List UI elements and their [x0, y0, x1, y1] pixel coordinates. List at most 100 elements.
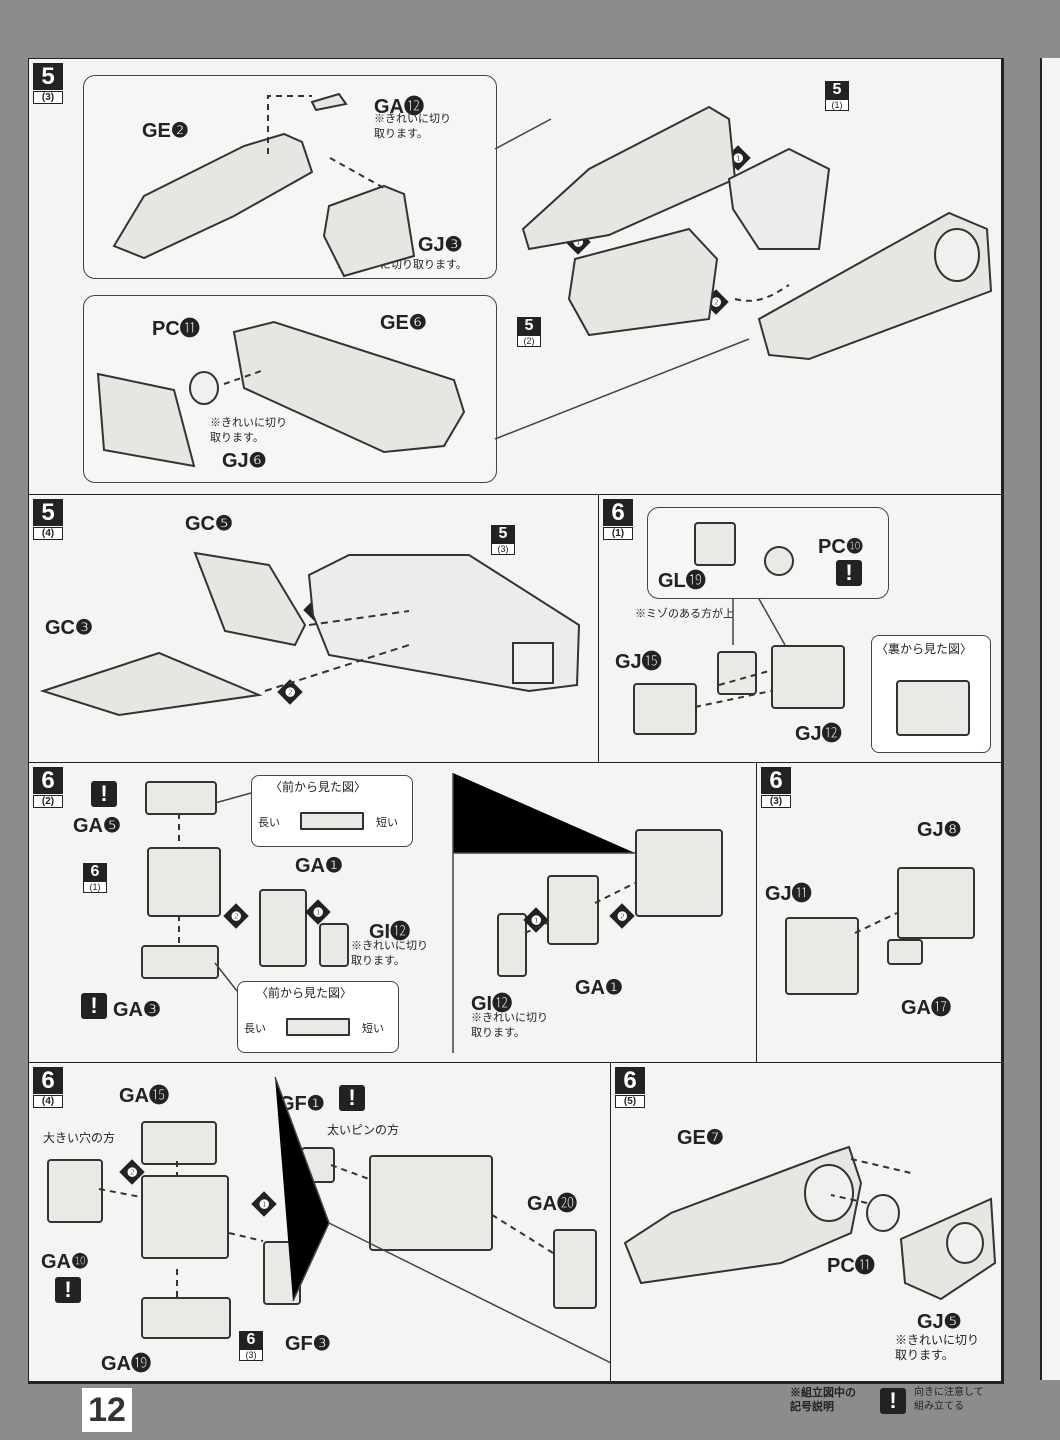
part-ga1-illustration	[547, 875, 599, 945]
step-6-1-panel: 6 (1) GL⓳ PC❿ ! ※ミゾのある方が上 GJ⓯ GJ⓬ 〈裏から見た…	[598, 494, 1002, 764]
part-gj8-illustration	[897, 867, 975, 939]
step-6-2-panel: 6 (2) ! GA❺ 〈前から見た図〉 長い 短い 6 (1) GA❶ GI⓬…	[28, 762, 758, 1064]
part-label-pc11: PC⓫	[827, 1255, 875, 1277]
ref-step-5-3: 5 (3)	[491, 525, 515, 555]
ref-number: 5	[491, 525, 515, 543]
part-label-gj5: GJ❺	[917, 1311, 962, 1333]
step-badge: 5 (3)	[33, 63, 63, 104]
part-label-pc11: PC⓫	[152, 318, 200, 340]
part-ga15-illustration	[141, 1121, 217, 1165]
part-label-gf3: GF❸	[285, 1333, 331, 1355]
connector-lines	[694, 598, 786, 708]
front-view-box-bottom: 〈前から見た図〉 長い 短い	[237, 981, 399, 1053]
ref-sub: (3)	[491, 543, 515, 555]
ref-sub: (2)	[517, 335, 541, 347]
step-number: 6	[33, 767, 63, 794]
front-view-box-top: 〈前から見た図〉 長い 短い	[251, 775, 413, 847]
part-label-ga5: GA❺	[73, 815, 121, 837]
cut-note: ※きれいに切り 取ります。	[471, 1012, 548, 1039]
part-label-gi12: GI⓬	[471, 993, 513, 1015]
connector-lines	[854, 912, 898, 934]
front-view-label: 〈前から見た図〉	[270, 780, 367, 794]
part-gj12-illustration	[771, 645, 845, 709]
part-label-pc10: PC❿	[818, 536, 864, 558]
part-ga17-illustration	[887, 939, 923, 965]
groove-up-note: ※ミゾのある方が上	[635, 608, 734, 620]
step-sub: (3)	[761, 795, 791, 808]
frame-part-illustration	[112, 92, 416, 278]
step-badge: 6 (3)	[761, 767, 791, 808]
step-sub: (5)	[615, 1095, 645, 1108]
part-frame-illustration	[147, 847, 221, 917]
cut-note: ※きれいに切り 取ります。	[210, 417, 287, 444]
back-view-illustration	[896, 680, 970, 736]
part-label-ga12: GA⓬	[374, 96, 424, 118]
orientation-warning-icon: !	[81, 993, 107, 1019]
legend-warning-text: 向きに注意して 組み立てる	[914, 1387, 984, 1412]
ref-step-5-1: 5 (1)	[825, 81, 849, 111]
part-gi12-illustration	[319, 923, 349, 967]
part-gi12-illustration	[497, 913, 527, 977]
step-number: 6	[615, 1067, 645, 1094]
page-number: 12	[82, 1388, 132, 1432]
ref-sub: (1)	[825, 99, 849, 111]
part-gl-insert-illustration	[717, 651, 757, 695]
thick-pin-note: 太いピンの方	[327, 1123, 400, 1137]
ref-step-6-1: 6 (1)	[83, 863, 107, 893]
part-ga3-illustration	[141, 945, 219, 979]
step-number: 6	[603, 499, 633, 526]
step-5-4-panel: 5 (4) GC❺ GC❸ 5 (3) ❶ ❷	[28, 494, 600, 764]
sub-assembly-box-1: GE❷ GA⓬ ※きれいに切り 取ります。 GJ❸ ※きれいに切り取ります。	[83, 75, 497, 279]
part-label-gj11: GJ⓫	[765, 883, 812, 905]
part-ga20-illustration	[553, 1229, 597, 1309]
part-label-gc3: GC❸	[45, 617, 93, 639]
step-number: 6	[761, 767, 791, 794]
part-label-ga1: GA❶	[575, 977, 623, 999]
short-side-label: 短い	[376, 817, 398, 829]
step-sub: (2)	[33, 795, 63, 808]
legend-warning-icon: !	[880, 1388, 906, 1414]
part-label-ga20: GA⓴	[527, 1193, 577, 1215]
part-ga19-illustration	[141, 1297, 231, 1339]
step-sub: (4)	[33, 527, 63, 540]
part-frame-illustration	[141, 1175, 229, 1259]
ref-number: 5	[825, 81, 849, 99]
part-label-gj3: GJ❸	[418, 234, 463, 256]
step-number: 5	[33, 63, 63, 90]
part-label-gj15: GJ⓯	[615, 651, 662, 673]
part-gj15-illustration	[633, 683, 697, 735]
cut-note: ※きれいに切り 取ります。	[351, 940, 428, 967]
ref-number: 5	[517, 317, 541, 335]
part-label-ge2: GE❷	[142, 120, 189, 142]
ref-sub: (3)	[239, 1349, 263, 1361]
step-sub: (4)	[33, 1095, 63, 1108]
part-label-ga10: GA❿	[41, 1251, 89, 1273]
wing-assembly-illustration	[39, 551, 581, 717]
part-ga10-illustration	[47, 1159, 103, 1223]
front-view-label: 〈前から見た図〉	[256, 986, 353, 1000]
step-sub: (1)	[603, 527, 633, 540]
front-view-part	[300, 812, 364, 830]
step-6-5-panel: 6 (5) GE❼ PC⓫ GJ❺ ※きれいに切り 取ります。	[610, 1062, 1002, 1382]
step-6-3-panel: 6 (3) GJ❽ GJ⓫ GA⓱	[756, 762, 1002, 1064]
cut-note: ※きれいに切り 取ります。	[895, 1333, 980, 1362]
part-frame-illustration	[635, 829, 723, 917]
long-side-label: 長い	[244, 1023, 266, 1035]
part-gj11-illustration	[785, 917, 859, 995]
part-label-ge7: GE❼	[677, 1127, 724, 1149]
part-label-gl19: GL⓳	[658, 570, 706, 592]
step-number: 6	[33, 1067, 63, 1094]
part-ga1-illustration	[259, 889, 307, 967]
part-label-ga15: GA⓯	[119, 1085, 169, 1107]
orientation-warning-icon: !	[91, 781, 117, 807]
ref-step-5-2: 5 (2)	[517, 317, 541, 347]
part-label-gc5: GC❺	[185, 513, 233, 535]
step-sub: (3)	[33, 91, 63, 104]
connector-lines	[178, 773, 636, 1053]
part-ga5-illustration	[145, 781, 217, 815]
ref-number: 6	[239, 1331, 263, 1349]
part-body-illustration	[369, 1155, 493, 1251]
back-view-box: 〈裏から見た図〉	[871, 635, 991, 753]
step-badge: 6 (2)	[33, 767, 63, 808]
part-label-ga19: GA⓳	[101, 1353, 151, 1375]
